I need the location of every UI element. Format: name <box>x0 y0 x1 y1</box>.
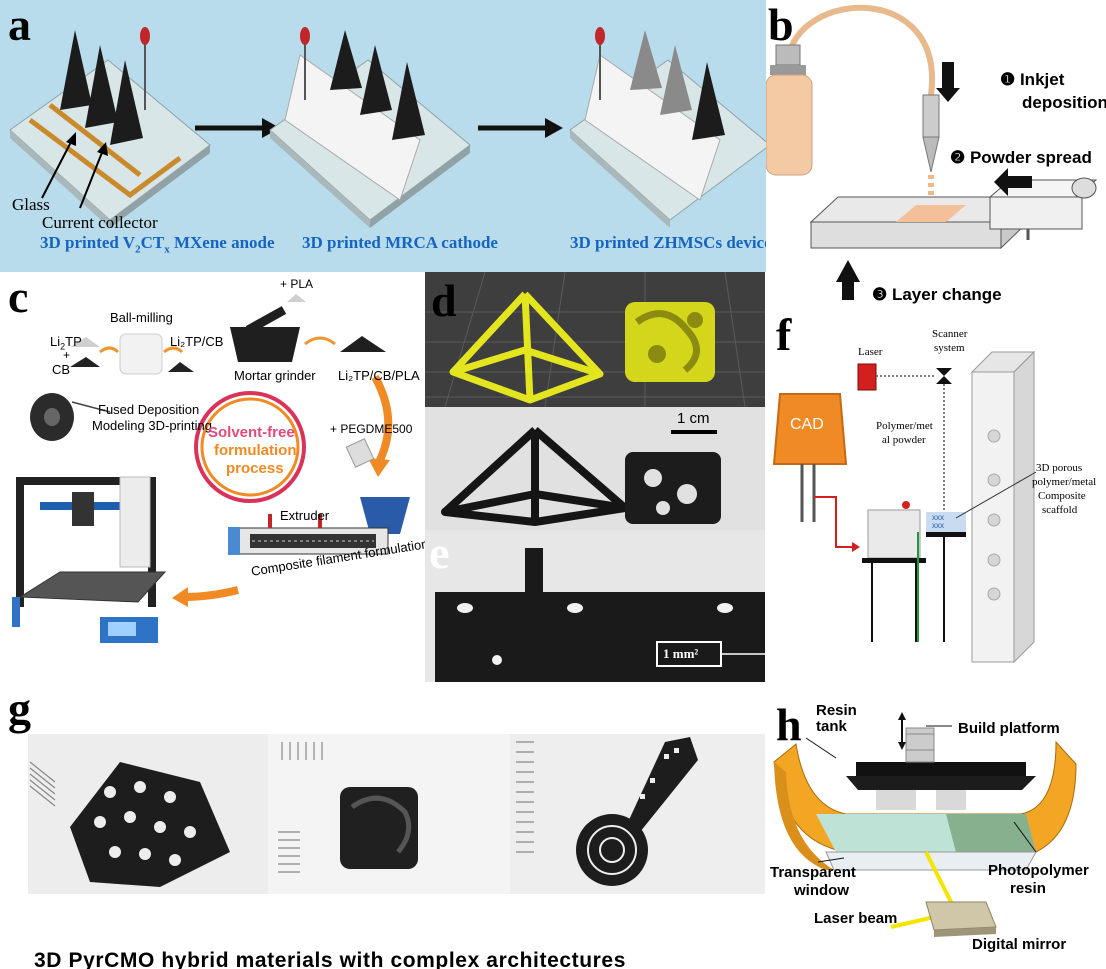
panel-a-label: a <box>8 0 31 50</box>
glass-label: Glass <box>12 195 50 214</box>
powder-label-1: Polymer/met <box>876 420 933 432</box>
device-caption: 3D printed ZHMSCs device <box>570 233 766 252</box>
pipette-icon <box>595 27 605 45</box>
scale-bar-1cm: 1 cm <box>677 410 710 427</box>
mix-pla-label: Li₂TP/CB/PLA <box>338 368 420 383</box>
arrow-right-icon <box>195 118 280 138</box>
panel-d-illustration <box>425 272 765 530</box>
anode-caption: 3D printed V2CTx MXene anode <box>40 233 275 256</box>
pipette-icon <box>300 27 310 45</box>
arrow-right-icon <box>478 118 563 138</box>
build-platform-label: Build platform <box>958 720 1060 737</box>
svg-text:xxx: xxx <box>932 513 944 522</box>
photopolymer-label-1: Photopolymer <box>988 862 1089 879</box>
porous-label-4: scaffold <box>1042 504 1078 516</box>
laser-icon <box>857 363 877 391</box>
step-powder-spread-label: ❷ Powder spread <box>950 148 1092 167</box>
mortar-label: Mortar grinder <box>234 368 316 383</box>
panel-g: g 3D PyrCMO hybrid <box>0 682 766 969</box>
peg-label: + PEGDME500 <box>330 422 413 436</box>
glass-substrate-3 <box>569 27 766 228</box>
powder-label-2: al powder <box>882 434 926 446</box>
panel-b-label: b <box>768 0 794 50</box>
mortar-icon <box>230 306 300 362</box>
laser-label: Laser <box>858 346 883 358</box>
glass-substrate-2 <box>269 27 471 228</box>
panel-d: d 1 cm <box>425 272 765 530</box>
extruder-label: Extruder <box>280 508 330 523</box>
panel-c-illustration <box>12 294 410 643</box>
transparent-label-2: window <box>794 882 849 899</box>
scale-1mm2: 1 mm² <box>663 646 699 661</box>
panel-c: c <box>0 272 425 682</box>
porous-label-1: 3D porous <box>1036 462 1083 474</box>
panel-e-label: e <box>429 530 450 578</box>
panel-d-label: d <box>431 275 457 326</box>
printer-icon <box>12 476 167 643</box>
svg-text:xxx: xxx <box>932 521 944 530</box>
scanner-label-1: Scanner <box>932 328 968 340</box>
resin-label-2: tank <box>816 718 847 735</box>
pla-plus-label: + PLA <box>280 277 314 291</box>
step-inkjet-label: ❶ Inkjet <box>1000 70 1065 89</box>
step-deposition-label: deposition <box>1022 93 1106 112</box>
fdm-label-1: Fused Deposition <box>98 402 200 417</box>
glass-substrate-1 <box>9 27 211 228</box>
panel-e-illustration <box>435 548 765 693</box>
fdm-label-2: Modeling 3D-printing <box>92 418 212 433</box>
filament-spool-icon <box>30 393 111 441</box>
solvent-free-label: Solvent-free <box>208 424 295 441</box>
formulation-label: formulation <box>214 442 297 459</box>
cad-label: CAD <box>790 416 824 433</box>
li2tp-label: Li2TP <box>50 334 82 352</box>
panel-b: b ❶ Inkjet deposition ❷ Powder spread ❸ … <box>766 0 1106 312</box>
panel-e: e 1 mm² <box>425 530 765 702</box>
panel-f-label: f <box>776 312 792 360</box>
panel-c-label: c <box>8 272 29 322</box>
digital-mirror-label: Digital mirror <box>972 936 1067 953</box>
ball-milling-label: Ball-milling <box>110 310 173 325</box>
panel-h-label: h <box>776 702 802 750</box>
panel-h-illustration <box>773 712 1077 937</box>
panel-g-caption: 3D PyrCMO hybrid materials with complex … <box>34 949 626 969</box>
cb-label: CB <box>52 362 71 377</box>
plus-label: + <box>63 348 71 362</box>
laser-beam-label: Laser beam <box>814 910 898 927</box>
step-layer-change-label: ❸ Layer change <box>872 285 1002 304</box>
panel-g-label: g <box>8 683 31 734</box>
panel-h: h Resin tank Build platform Transpar <box>766 702 1106 969</box>
scanner-label-2: system <box>934 342 965 354</box>
panel-a: a <box>0 0 766 272</box>
process-label: process <box>226 460 284 477</box>
panel-a-illustration <box>9 27 766 228</box>
porous-label-2: polymer/metal <box>1032 476 1097 488</box>
pipette-icon <box>140 27 150 45</box>
panel-g-illustration <box>28 734 765 894</box>
current-collector-label: Current collector <box>42 213 158 232</box>
porous-label-3: Composite <box>1038 490 1086 502</box>
panel-b-illustration <box>766 4 1098 300</box>
photopolymer-label-2: resin <box>1010 880 1046 897</box>
resin-label-1: Resin <box>816 702 857 719</box>
cathode-caption: 3D printed MRCA cathode <box>302 233 498 252</box>
transparent-label-1: Transparent <box>770 864 856 881</box>
mix-label: Li₂TP/CB <box>170 334 224 349</box>
